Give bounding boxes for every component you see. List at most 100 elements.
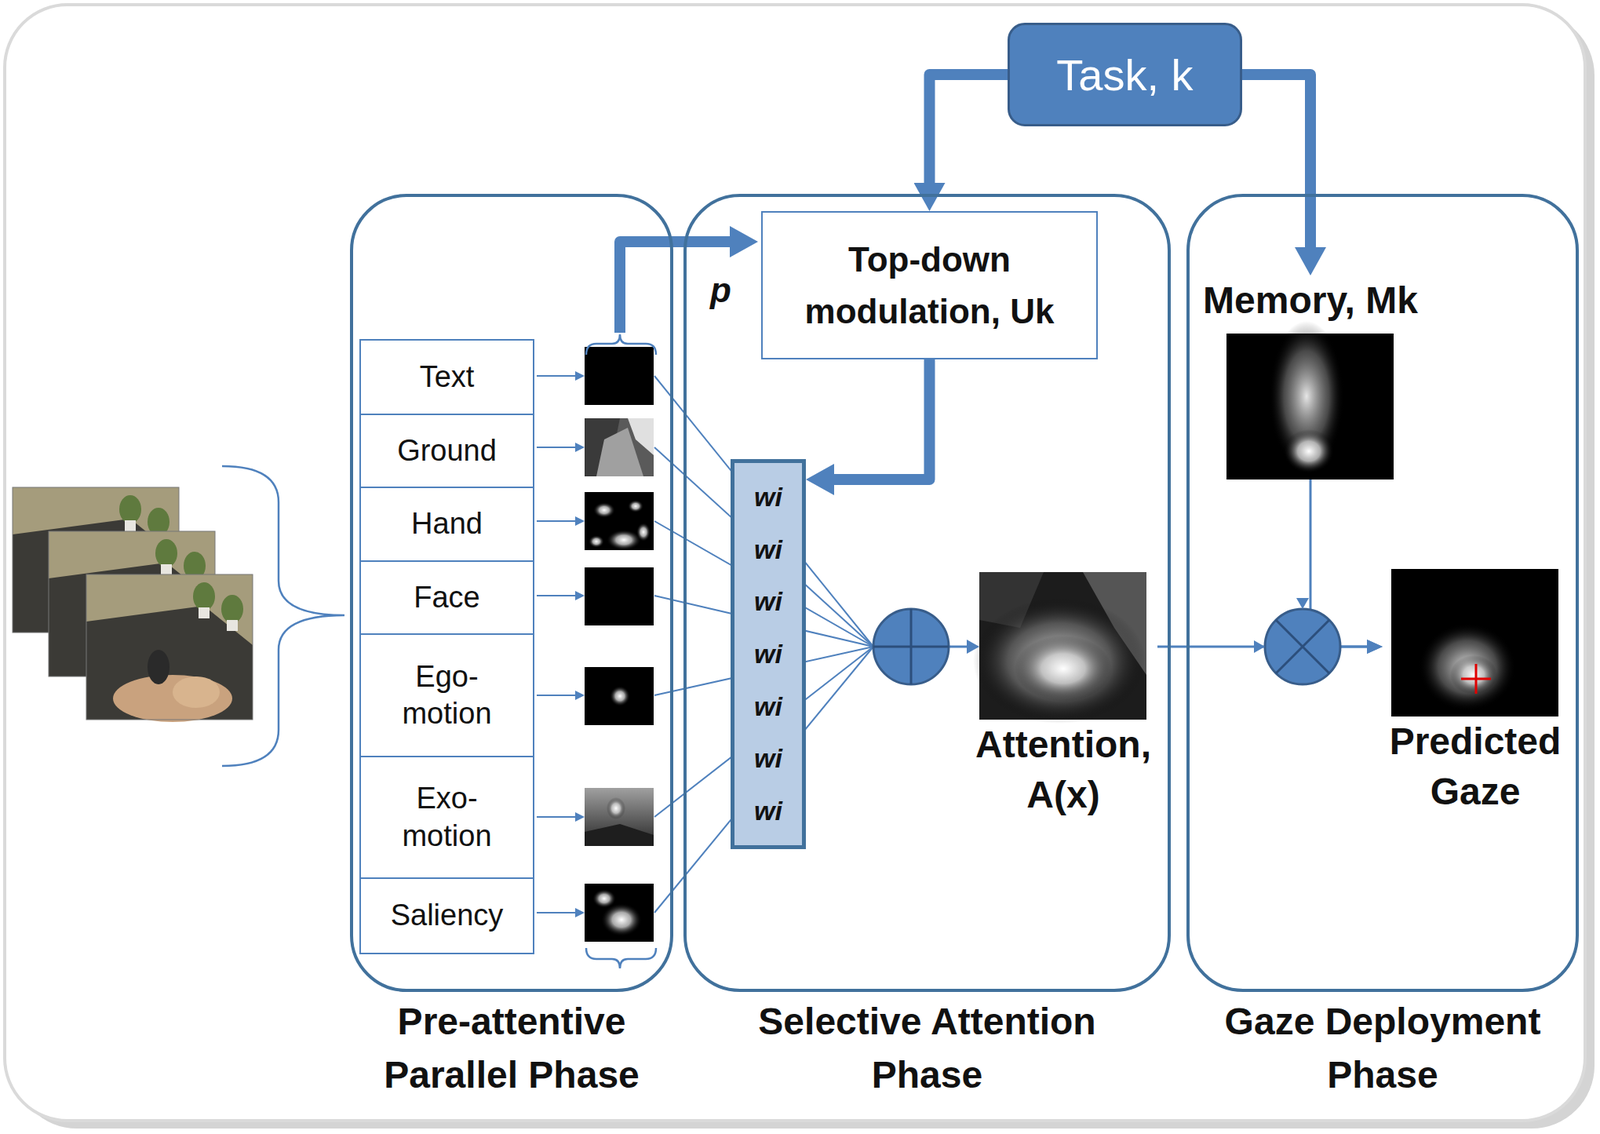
- feature-arrow: [536, 375, 576, 377]
- phase-heading: Gaze Deployment Phase: [1186, 994, 1579, 1102]
- product-operator: [1275, 619, 1330, 674]
- phase-heading: Selective Attention Phase: [739, 994, 1116, 1102]
- attention-map: [1014, 635, 1112, 702]
- video-frame: [86, 574, 253, 720]
- node-text: wi: [754, 638, 783, 670]
- product-operator: [1296, 597, 1309, 609]
- phase-panel: Gaze Deployment PhaseMemory, MkPredicted…: [1186, 193, 1579, 992]
- node-text: Saliency: [390, 896, 504, 935]
- gaze-node: Predicted Gaze: [1382, 568, 1568, 817]
- sum-arrow: [948, 645, 969, 649]
- feature-arrow: [536, 911, 576, 914]
- feature-map: [601, 903, 642, 937]
- gaze-map: [1475, 663, 1478, 694]
- feature-arrow: [536, 375, 576, 913]
- node-text: Top-down modulation, Uk: [773, 233, 1086, 338]
- feature-map: [593, 502, 616, 518]
- feature-pool-arrow: [619, 225, 759, 333]
- attention-node: Attention, A(x): [969, 572, 1158, 821]
- node-text: Task, k: [1056, 49, 1193, 101]
- flow-arrow: [929, 74, 1009, 183]
- feature-pool-arrow: [729, 225, 759, 258]
- feature-box: Exo-motion: [359, 755, 535, 879]
- weight-line: [654, 375, 874, 647]
- feature-box: Face: [359, 560, 535, 635]
- phase-heading: Pre-attentive Parallel Phase: [349, 994, 674, 1102]
- feature-map: [596, 427, 644, 477]
- gaze-map: [1391, 568, 1559, 717]
- node-text: wi: [754, 586, 783, 617]
- phase-panel: Selective Attention PhaseTop-down modula…: [683, 193, 1171, 992]
- map-slot: [980, 572, 1148, 720]
- weight-column: wiwiwiwiwiwiwi: [730, 459, 806, 850]
- feature-map: [584, 418, 654, 477]
- product-operator: [1253, 640, 1265, 653]
- feature-map: [584, 883, 654, 942]
- node-text: Memory, Mk: [1202, 275, 1418, 326]
- feature-arrow: [536, 694, 576, 697]
- product-operator: [1264, 608, 1341, 685]
- symbol-label: p: [710, 268, 732, 313]
- video-frame: [193, 582, 216, 611]
- feature-arrow: [536, 594, 576, 597]
- node-text: Gaze Deployment Phase: [1224, 1000, 1542, 1096]
- node-text: wi: [754, 795, 783, 827]
- memory-map: [1283, 429, 1334, 474]
- node-text: Text: [419, 358, 475, 397]
- feature-map: [636, 522, 651, 542]
- map-brace: [586, 947, 657, 969]
- feature-map: [592, 889, 616, 908]
- attention-map: [973, 597, 1146, 724]
- phase-panel: Pre-attentive Parallel PhaseTextGroundHa…: [349, 193, 674, 992]
- slide-frame: [4, 4, 1595, 1129]
- gaze-map: [1418, 623, 1517, 711]
- sum-operator: [873, 608, 949, 685]
- feature-arrow: [536, 446, 576, 449]
- video-frame: [172, 676, 220, 708]
- map-slot: [1227, 333, 1395, 480]
- video-frame: [198, 607, 210, 619]
- feature-arrow: [536, 816, 576, 818]
- node-text: Predicted Gaze: [1382, 716, 1568, 817]
- feature-box: Ego-motion: [359, 633, 535, 758]
- node-text: Selective Attention Phase: [758, 1000, 1096, 1096]
- product-operator: [1253, 597, 1341, 685]
- input-brace: [222, 466, 345, 766]
- feature-map: [609, 685, 631, 707]
- feature-map: [584, 346, 654, 405]
- sum-operator: [910, 608, 913, 685]
- map-slot: [1392, 568, 1560, 717]
- video-frame: [86, 574, 253, 722]
- map-brace: [586, 334, 657, 355]
- flow-arrow: [1242, 74, 1311, 248]
- video-frame: [160, 564, 172, 576]
- feature-map: [584, 567, 654, 626]
- feature-map: [584, 492, 654, 551]
- node-text: Ego-motion: [388, 658, 507, 733]
- feature-box: Saliency: [359, 877, 535, 955]
- feature-box: Hand: [359, 486, 535, 562]
- node-text: Hand: [411, 505, 483, 544]
- feature-box: Ground: [359, 413, 535, 489]
- product-operator: [1275, 619, 1330, 674]
- memory-node: Memory, Mk: [1192, 275, 1429, 480]
- video-frame: [226, 619, 238, 631]
- video-frame: [147, 649, 170, 685]
- feature-map: [627, 499, 644, 513]
- node-text: Ground: [397, 432, 497, 471]
- feature-map: [584, 787, 654, 846]
- modulation-box: Top-down modulation, Uk: [761, 211, 1098, 360]
- slide-frame: [4, 4, 1586, 1121]
- flow-arrow: [834, 359, 930, 480]
- feature-map: [606, 797, 626, 820]
- map-brace: [586, 334, 657, 969]
- feature-map: [584, 666, 654, 726]
- sum-operator: [873, 608, 949, 685]
- feature-arrow: [536, 520, 576, 522]
- feature-map: [584, 823, 654, 846]
- node-text: Attention, A(x): [969, 719, 1158, 821]
- task-box: Task, k: [1007, 22, 1243, 127]
- feature-map: [584, 346, 654, 942]
- attention-map: [973, 572, 1147, 724]
